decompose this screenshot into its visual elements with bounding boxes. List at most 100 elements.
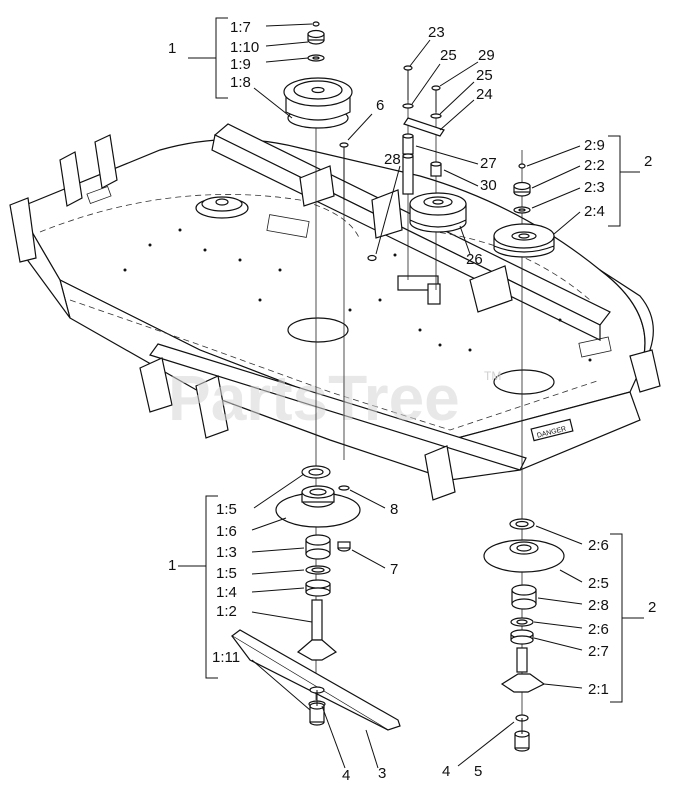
- part-24-arm: [403, 117, 445, 137]
- part-26-idler-pulley: [409, 192, 467, 233]
- label-8: 8: [390, 501, 398, 518]
- label-2-8: 2:8: [588, 597, 609, 614]
- label-1-11: 1:11: [212, 649, 240, 666]
- bracket-assembly-1-top: [188, 17, 228, 99]
- part-2-7-bearing: [510, 629, 534, 645]
- part-1-2-spindle-shaft: [296, 599, 338, 661]
- part-1-7-nut-small: [312, 21, 320, 27]
- label-3: 3: [378, 765, 386, 782]
- label-1-7: 1:7: [230, 19, 251, 36]
- part-2-1-spindle-shaft: [500, 647, 546, 693]
- part-1-10-nut: [307, 29, 325, 45]
- part-25-washer-b: [430, 113, 442, 119]
- label-2-6-a: 2:6: [588, 537, 609, 554]
- part-3-blade: [230, 629, 401, 731]
- label-1-5-b: 1:5: [216, 565, 237, 582]
- deck-front-channel: [149, 343, 527, 471]
- deck-nut-28: [367, 254, 377, 262]
- label-2-5: 2:5: [588, 575, 609, 592]
- label-1-9: 1:9: [230, 56, 251, 73]
- part-2-6-seal-top: [509, 518, 535, 530]
- part-27-spacer: [402, 133, 414, 155]
- part-30-spacer: [430, 161, 442, 177]
- deck-bracket-front-mid: [424, 445, 456, 501]
- deck-left-pulley: [195, 196, 249, 219]
- deck-bracket-mid-right: [469, 265, 513, 313]
- label-1-8: 1:8: [230, 74, 251, 91]
- label-1-4: 1:4: [216, 584, 237, 601]
- bracket-assembly-2-top: [608, 135, 640, 227]
- label-2-6-b: 2:6: [588, 621, 609, 638]
- label-2-3: 2:3: [584, 179, 605, 196]
- part-2-5-spindle-housing: [483, 539, 565, 573]
- label-1-3: 1:3: [216, 544, 237, 561]
- label-2-1: 2:1: [588, 681, 609, 698]
- part-25-washer-a: [402, 103, 414, 109]
- label-4-right: 4: [442, 763, 450, 780]
- label-24: 24: [476, 86, 493, 103]
- deck-hole-right: [493, 369, 555, 395]
- label-1-bottom: 1: [168, 557, 176, 574]
- leader-lines: [251, 23, 583, 769]
- deck-chamber-outline-left: [39, 194, 361, 241]
- callout-labels: 1 1:7 1:10 1:9 1:8 6 23 25 29 25 24 28 2…: [168, 19, 656, 784]
- part-1-6-spindle-housing: [275, 485, 361, 528]
- part-2-8-bearing: [511, 584, 537, 610]
- svg-text:PartsTree: PartsTree: [168, 362, 460, 434]
- label-5: 5: [474, 763, 482, 780]
- label-23: 23: [428, 24, 445, 41]
- part-7-nut: [337, 541, 351, 552]
- label-30: 30: [480, 177, 497, 194]
- part-28-spacer: [402, 153, 414, 195]
- part-2-4-pulley: [493, 223, 555, 258]
- deck-fastener-dots: [123, 228, 592, 362]
- part-5-bolt: [514, 718, 530, 752]
- svg-text:TM: TM: [484, 369, 501, 383]
- deck-bracket-front-left: [139, 357, 173, 413]
- part-2-6-seal-lower: [510, 617, 534, 627]
- deck-idler-boss: [427, 283, 441, 305]
- part-blade-bolt-left: [309, 690, 325, 726]
- label-2-7: 2:7: [588, 643, 609, 660]
- label-29: 29: [478, 47, 495, 64]
- label-1-5-a: 1:5: [216, 501, 237, 518]
- label-6: 6: [376, 97, 384, 114]
- part-6-bolt: [339, 142, 349, 200]
- label-2-4: 2:4: [584, 203, 605, 220]
- label-25-a: 25: [440, 47, 457, 64]
- part-8-washer: [338, 485, 350, 491]
- deck-hole-left: [287, 317, 349, 343]
- label-2-top: 2: [644, 153, 652, 170]
- label-2-bottom: 2: [648, 599, 656, 616]
- watermark: PartsTree TM: [168, 362, 501, 434]
- deck-bracket-front-left-2: [195, 375, 229, 439]
- part-1-9-washer: [307, 54, 325, 62]
- deck-decal-center: [266, 214, 310, 238]
- part-2-2-nut: [513, 181, 531, 197]
- part-1-8-pulley: [283, 77, 353, 129]
- bracket-assembly-2-bottom: [610, 533, 644, 703]
- label-1-6: 1:6: [216, 523, 237, 540]
- part-2-3-washer: [513, 206, 531, 214]
- deck-bracket-center: [299, 165, 335, 207]
- mower-deck: DANGER: [9, 123, 661, 501]
- label-1-10: 1:10: [230, 39, 259, 56]
- deck-decal-left: [86, 186, 112, 204]
- label-1-top: 1: [168, 40, 176, 57]
- deck-bracket-right: [629, 349, 661, 393]
- label-2-9: 2:9: [584, 137, 605, 154]
- deck-bracket-rear-left-2: [94, 134, 118, 189]
- part-1-5-seal-lower: [305, 565, 331, 575]
- deck-bracket-rear-left: [59, 151, 83, 207]
- part-1-3-bearing: [305, 534, 331, 560]
- deck-decal-right: [578, 336, 612, 358]
- label-26: 26: [466, 251, 483, 268]
- label-1-2: 1:2: [216, 603, 237, 620]
- deck-bracket-left: [9, 197, 37, 263]
- label-2-2: 2:2: [584, 157, 605, 174]
- label-25-b: 25: [476, 67, 493, 84]
- bracket-assembly-1-bottom: [178, 495, 218, 679]
- part-29-bolt: [431, 85, 441, 112]
- part-23-bolt: [403, 65, 413, 100]
